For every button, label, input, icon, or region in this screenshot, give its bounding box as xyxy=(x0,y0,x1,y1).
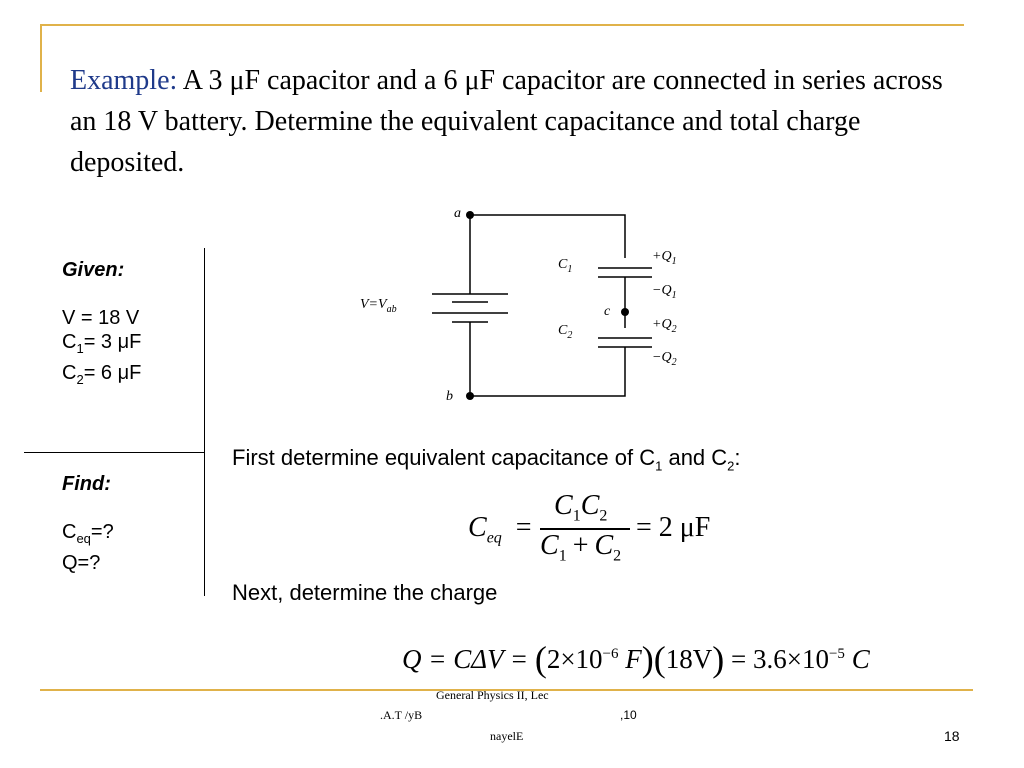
q2-plus-label: +Q2 xyxy=(652,317,677,335)
sidebar-vertical-divider xyxy=(204,248,205,596)
find-block: Find: Ceq=? Q=? xyxy=(62,472,114,575)
q1-minus-label: −Q1 xyxy=(652,283,677,301)
given-header: Given: xyxy=(62,259,125,281)
sidebar-horizontal-divider xyxy=(24,452,204,453)
q1-plus-label: +Q1 xyxy=(652,249,677,267)
footer-line-3: ,10 xyxy=(620,708,637,722)
top-rule xyxy=(40,24,964,26)
given-voltage: V = 18 V xyxy=(62,307,140,329)
title-body: A 3 μF capacitor and a 6 μF capacitor ar… xyxy=(70,65,943,178)
footer-line-4: nayelE xyxy=(490,729,524,743)
node-a-label: a xyxy=(454,206,461,221)
wire-bottom xyxy=(470,373,626,397)
slide-title: Example: A 3 μF capacitor and a 6 μF cap… xyxy=(70,60,970,183)
given-c2: C2= 6 μF xyxy=(62,362,142,387)
footer-line-1: General Physics II, Lec xyxy=(436,688,549,702)
equation-charge: Q = CΔV = (2×10−6 F)(18V) = 3.6×10−5 C xyxy=(402,639,870,679)
step1-text: First determine equivalent capacitance o… xyxy=(232,445,741,474)
footer-line-2: .A.T /yB xyxy=(380,708,423,722)
bottom-rule xyxy=(40,689,973,691)
q2-minus-label: −Q2 xyxy=(652,350,677,368)
given-block: Given: V = 18 V C1= 3 μF C2= 6 μF xyxy=(62,258,141,392)
eq1-result: = 2 μF xyxy=(636,512,711,543)
given-c1: C1= 3 μF xyxy=(62,331,142,356)
eq1-denominator: C1+C2 xyxy=(540,530,622,565)
find-ceq: Ceq=? xyxy=(62,521,114,546)
node-b-dot xyxy=(466,392,474,400)
left-rule xyxy=(40,24,42,92)
title-lead: Example: xyxy=(70,65,178,96)
battery-label: V=Vab xyxy=(360,297,397,315)
eq1-lhs: Ceq= xyxy=(468,512,532,547)
find-q: Q=? xyxy=(62,552,101,574)
equation-ceq: Ceq= C1C2 C1+C2 = 2 μF xyxy=(468,490,728,570)
node-a-dot xyxy=(466,211,474,219)
c1-label: C1 xyxy=(558,257,573,275)
eq1-fraction-bar xyxy=(540,528,630,530)
node-c-dot xyxy=(621,308,629,316)
find-header: Find: xyxy=(62,473,111,495)
circuit-diagram xyxy=(432,211,652,400)
node-c-label: c xyxy=(604,304,611,319)
page-number: 18 xyxy=(944,728,960,744)
step2-text: Next, determine the charge xyxy=(232,580,498,605)
wire-top xyxy=(470,214,626,258)
c2-label: C2 xyxy=(558,323,573,341)
node-b-label: b xyxy=(446,389,453,404)
eq1-numerator: C1C2 xyxy=(554,490,608,525)
